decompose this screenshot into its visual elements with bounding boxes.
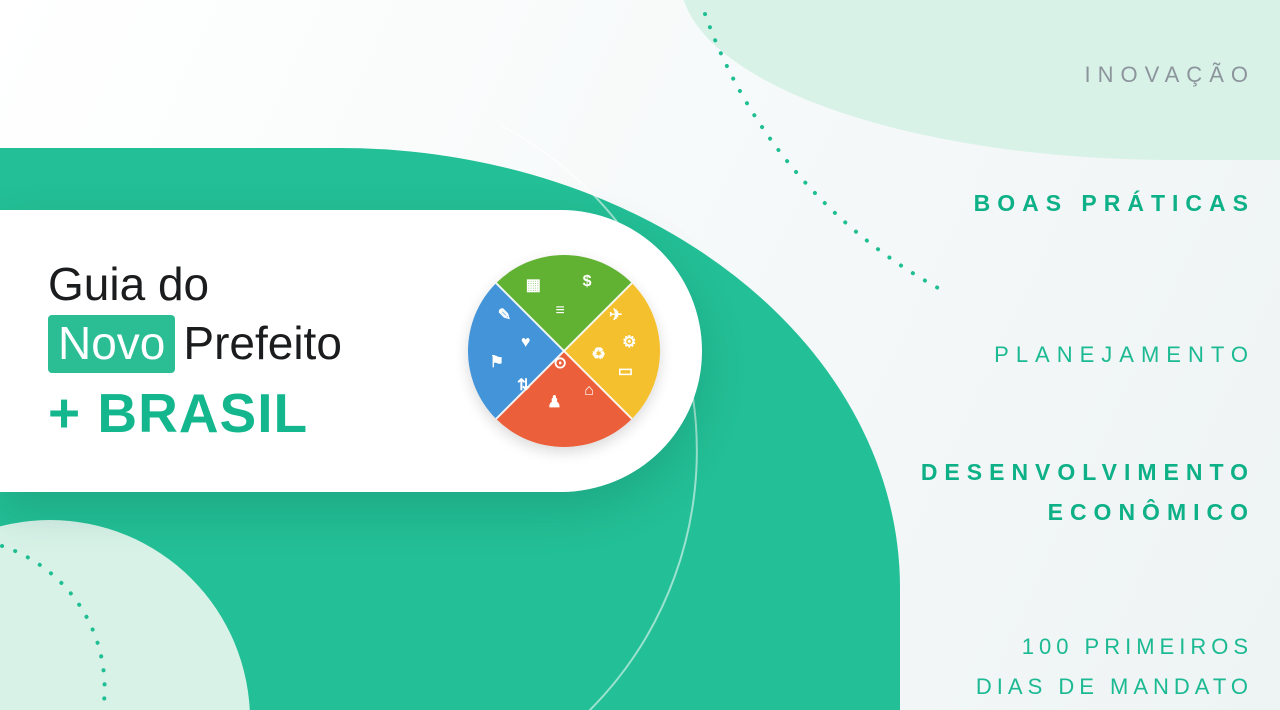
brand-brasil: + BRASIL <box>48 382 309 445</box>
calculator-icon: ▦ <box>525 276 541 294</box>
topic-label: BOAS PRÁTICAS <box>973 190 1255 216</box>
topic-label: INOVAÇÃO <box>1084 62 1255 87</box>
topic-planejamento: PLANEJAMENTO <box>994 335 1255 375</box>
topic-label-line1: DESENVOLVIMENTO <box>920 459 1255 485</box>
topic-label-line2: ECONÔMICO <box>1047 499 1255 525</box>
health-icon: ♥ <box>520 334 531 352</box>
policy-wheel-chart: ▦ $ ≡ ✈ ⚙ ♻ ▭ ✎ ♥ ⚑ ⇅ ⊙ ♟ ⌂ <box>468 255 660 447</box>
city-icon: ⌂ <box>584 382 594 400</box>
search-icon: ⊙ <box>553 355 567 373</box>
topic-label: PLANEJAMENTO <box>994 342 1255 367</box>
topic-100-primeiros-dias: 100 PRIMEIROS DIAS DE MANDATO <box>976 627 1253 707</box>
share-icon: ⚙ <box>622 334 637 352</box>
exchange-icon: ⇅ <box>516 376 531 394</box>
title-highlight-novo: Novo <box>48 315 176 374</box>
topic-label-line1: 100 PRIMEIROS <box>1021 634 1253 659</box>
money-icon: $ <box>582 272 592 290</box>
title-prefeito: Prefeito <box>183 317 342 369</box>
topic-inovacao: INOVAÇÃO <box>1084 55 1255 95</box>
leaf-icon: ♻ <box>591 345 606 363</box>
graduation-icon: ✎ <box>497 307 512 325</box>
bus-icon: ▭ <box>617 363 633 381</box>
culture-icon: ⚑ <box>489 353 504 371</box>
topic-boas-praticas: BOAS PRÁTICAS <box>974 183 1255 223</box>
topic-desenvolvimento-economico: DESENVOLVIMENTO ECONÔMICO <box>921 452 1255 532</box>
plane-icon: ✈ <box>609 307 623 325</box>
title-line-1: Guia do <box>48 257 210 310</box>
people-icon: ♟ <box>547 393 562 411</box>
database-icon: ≡ <box>555 301 565 319</box>
topic-label-line2: DIAS DE MANDATO <box>975 674 1253 699</box>
